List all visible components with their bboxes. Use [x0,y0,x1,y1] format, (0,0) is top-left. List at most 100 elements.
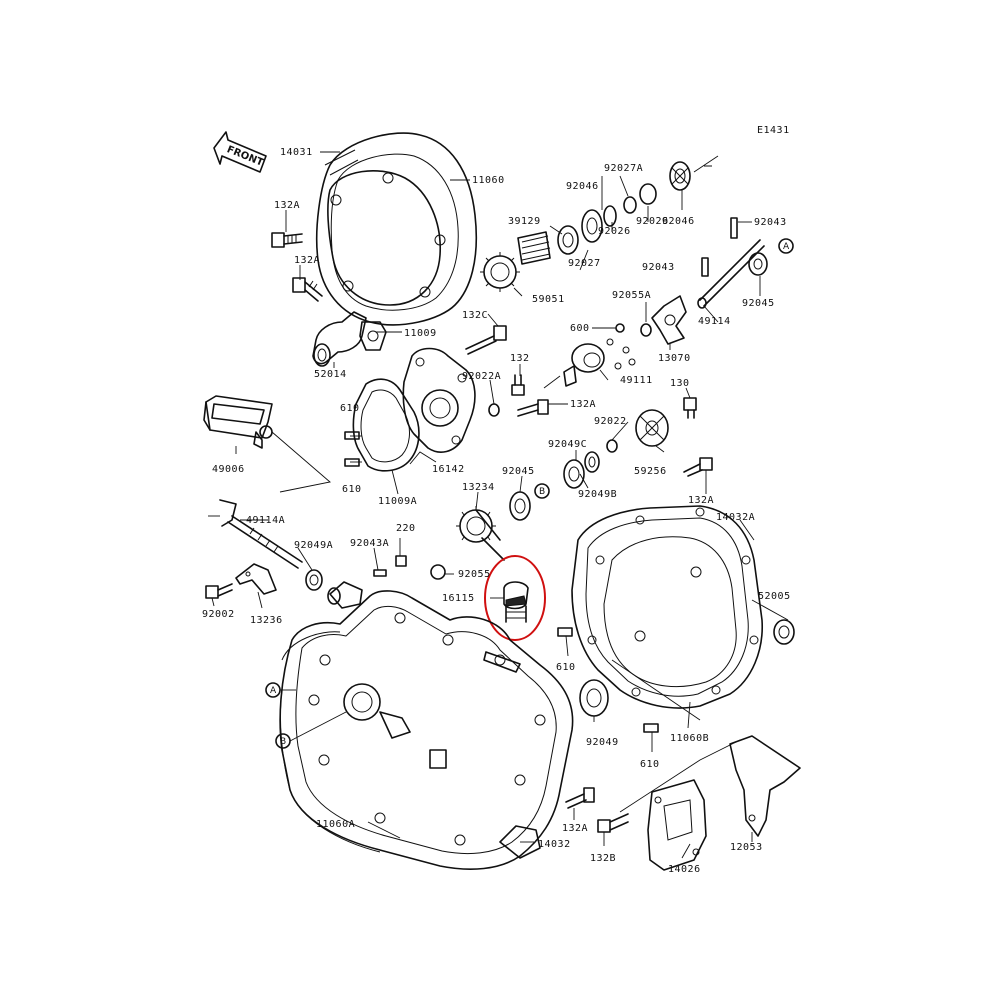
bracket-12053 [729,735,801,837]
label-92045-1: 92045 [742,298,775,309]
label-130: 130 [670,378,690,389]
pin-92043-mid [701,257,709,277]
label-132A-5: 132A [562,823,588,834]
label-59051: 59051 [532,294,565,305]
label-132A-2: 132A [294,255,320,266]
bolt-130 [683,397,697,419]
water-outlet-52014 [312,311,367,367]
dowel-610-right [557,627,573,637]
impeller-13070 [651,295,687,345]
ref-B-mid: B [534,483,550,499]
gear-59051 [480,252,520,292]
label-92027: 92027 [568,258,601,269]
bearing-92045-top [748,252,768,276]
label-11060B: 11060B [670,733,709,744]
washer-92046-b [669,161,691,191]
gasket-14032A [571,505,763,709]
label-610-4: 610 [640,759,660,770]
clutch-cover-11060 [315,132,478,326]
diagram-code: E1431 [757,125,790,136]
sprocket-cover-14026 [647,779,707,871]
spring-39129 [517,231,551,265]
pin-92043-top [730,217,738,239]
svg-text:A: A [270,686,277,696]
gasket-14032 [279,631,381,853]
label-49006: 49006 [212,464,245,475]
label-132A-1: 132A [274,200,300,211]
label-14032A: 14032A [716,512,755,523]
label-14032: 14032 [538,839,571,850]
balls-600-cluster [606,338,636,370]
bolt-132A-top [271,232,303,248]
ball-600 [615,323,625,333]
label-92043A: 92043A [350,538,389,549]
shaft-49114A [208,499,303,569]
bolt-132B [597,813,629,833]
label-92043-1: 92043 [754,217,787,228]
label-92055: 92055 [458,569,491,580]
label-92022: 92022 [594,416,627,427]
oil-filler-plug-16115[interactable] [503,581,529,623]
label-92043-2: 92043 [642,262,675,273]
label-92055A: 92055A [612,290,651,301]
lever-13236 [235,563,277,595]
bearing-92049 [579,679,609,717]
label-92045-2: 92045 [502,466,535,477]
label-92022A: 92022A [462,371,501,382]
label-600: 600 [570,323,590,334]
bolt-220 [395,555,407,567]
bolt-132A-bottom [565,787,595,809]
label-16142: 16142 [432,464,465,475]
gasket-11009 [359,321,387,351]
oring-92055A [640,323,652,337]
label-13070: 13070 [658,353,691,364]
front-arrow-icon: FRONT [213,131,267,173]
label-92049B: 92049B [578,489,617,500]
washer-92022A [488,403,500,417]
label-39129: 39129 [508,216,541,227]
dowel-pin-610-b [344,458,360,467]
bearing-92045-mid [509,491,531,521]
label-132A-4: 132A [688,495,714,506]
bolt-132A-pump [517,399,549,417]
bolt-132C [465,325,507,355]
label-610-1: 610 [340,403,360,414]
label-14026: 14026 [668,864,701,875]
label-132C: 132C [462,310,488,321]
label-132: 132 [510,353,530,364]
bolt-92002 [205,583,233,599]
label-132A-3: 132A [570,399,596,410]
ref-B-left: B [275,733,291,749]
label-220: 220 [396,523,416,534]
label-52005: 52005 [758,591,791,602]
svg-text:A: A [783,242,790,252]
label-52014: 52014 [314,369,347,380]
ref-A-top: A [778,238,794,254]
governor-49111 [543,343,605,389]
leader-lines [211,151,789,859]
label-49114: 49114 [698,316,731,327]
label-92002: 92002 [202,609,235,620]
part-labels: 14031 11060 132A 132A 11009 52014 132C 1… [202,147,791,875]
washer-92026-b [639,183,657,205]
bolt-132 [511,374,525,396]
label-49111: 49111 [620,375,653,386]
washer-92022 [606,439,618,453]
ref-A-left: A [265,682,281,698]
svg-text:B: B [280,737,286,747]
gear-13234 [456,506,505,561]
bearing-92049B [563,459,585,489]
label-92046-1: 92046 [566,181,599,192]
label-92027A: 92027A [604,163,643,174]
highlight-circle [484,555,546,641]
label-59256: 59256 [634,466,667,477]
svg-text:B: B [539,487,545,497]
washer-92027A [623,196,637,214]
label-13236: 13236 [250,615,283,626]
pump-cover-16142 [402,347,476,453]
label-92026-1: 92026 [636,216,669,227]
shaft-49114 [697,239,765,309]
label-11060A: 11060A [316,819,355,830]
dowel-pin-610-a [344,431,360,440]
